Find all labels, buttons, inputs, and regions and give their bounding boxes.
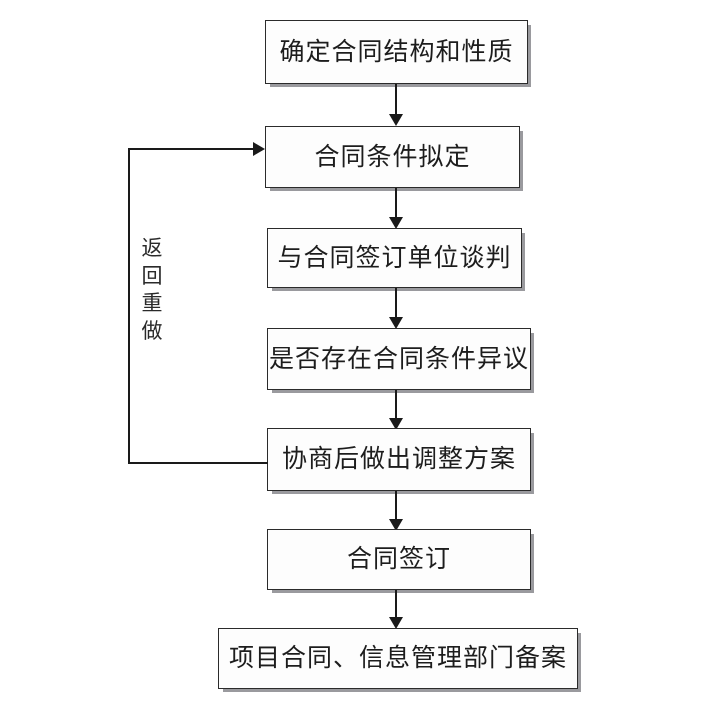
flow-node-2[interactable]: 合同条件拟定	[265, 126, 520, 188]
connector-3-4-line	[395, 288, 398, 320]
feedback-loop-label-char-3: 重	[141, 291, 163, 316]
flow-node-4[interactable]: 是否存在合同条件异议	[267, 328, 531, 390]
connector-2-3-line	[395, 188, 398, 220]
connector-5-6-line	[395, 491, 398, 523]
feedback-loop-label-char-4: 做	[141, 319, 163, 344]
connector-6-7-line	[395, 590, 398, 620]
connector-4-5-line	[395, 390, 398, 422]
connector-3-4-arrowhead	[388, 317, 403, 329]
flow-node-7-label: 项目合同、信息管理部门备案	[228, 645, 567, 672]
feedback-loop-arrowhead	[253, 141, 265, 156]
feedback-loop-label-char-1: 返	[141, 236, 163, 260]
flow-node-4-label: 是否存在合同条件异议	[268, 345, 529, 373]
flow-node-6[interactable]: 合同签订	[267, 529, 531, 590]
connector-2-3-arrowhead	[388, 217, 403, 229]
flow-node-7[interactable]: 项目合同、信息管理部门备案	[218, 628, 578, 689]
flow-node-3-label: 与合同签订单位谈判	[277, 244, 512, 272]
feedback-loop-label-char-2: 回	[141, 263, 163, 288]
flow-node-6-label: 合同签订	[346, 546, 451, 573]
feedback-loop-top-segment	[128, 148, 256, 151]
flow-node-5[interactable]: 协商后做出调整方案	[267, 428, 531, 491]
feedback-loop-label: 返 回 重 做	[139, 235, 165, 346]
connector-4-5-arrowhead	[388, 418, 403, 430]
flow-node-5-label: 协商后做出调整方案	[281, 446, 516, 473]
flow-node-1[interactable]: 确定合同结构和性质	[265, 20, 528, 84]
connector-6-7-arrowhead	[388, 617, 403, 629]
feedback-loop-vertical-segment	[128, 148, 131, 464]
connector-1-2-line	[395, 84, 398, 116]
feedback-loop-bottom-segment	[128, 462, 268, 465]
flow-node-3[interactable]: 与合同签订单位谈判	[267, 228, 522, 288]
flow-node-2-label: 合同条件拟定	[314, 143, 471, 171]
flow-node-1-label: 确定合同结构和性质	[279, 38, 514, 66]
connector-1-2-arrowhead	[388, 114, 403, 126]
connector-5-6-arrowhead	[388, 519, 403, 531]
